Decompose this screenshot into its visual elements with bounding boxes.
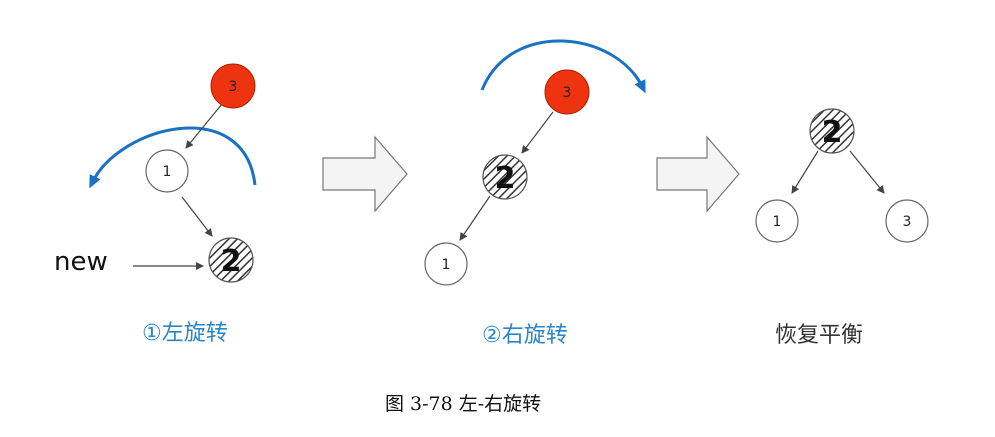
step1-group: 3 1 2 [89, 63, 257, 283]
step2-middle-label: 2 [495, 161, 516, 196]
figure-caption: 图 3-78 左-右旋转 [385, 393, 542, 415]
step1-inserted-node [208, 237, 254, 283]
step3-group: 2 1 3 [755, 108, 929, 243]
step2-leaf-node [424, 242, 468, 286]
step2-middle-node [482, 154, 528, 200]
step3-left-node [755, 199, 799, 243]
step1-edge-root-middle [185, 103, 223, 149]
new-node-label: new [54, 247, 108, 277]
step2-rotation-arc [480, 39, 646, 94]
step3-right-node [885, 199, 929, 243]
step3-right-label: 3 [903, 214, 912, 230]
step3-edge-root-left [791, 150, 819, 194]
step1-root-node [210, 63, 256, 109]
step3-left-label: 1 [773, 214, 782, 230]
step3-root-node [809, 108, 855, 154]
step2-edge-root-middle [521, 111, 554, 154]
transition-arrow-1 [322, 135, 408, 213]
step2-caption: ②右旋转 [482, 323, 568, 348]
step2-group: 3 2 1 [424, 39, 646, 286]
step1-edge-middle-inserted [181, 196, 213, 237]
step3-root-label: 2 [822, 115, 843, 150]
step1-caption: ①左旋转 [142, 321, 228, 346]
step2-root-node [544, 69, 590, 115]
step1-inserted-label: 2 [221, 244, 242, 279]
step2-edge-middle-leaf [459, 195, 491, 241]
step2-root-label: 3 [563, 85, 572, 101]
transition-arrow-2 [656, 135, 740, 213]
step1-rotation-arc [89, 126, 257, 189]
step2-leaf-label: 1 [442, 257, 451, 273]
step1-middle-node [145, 149, 189, 193]
step1-root-label: 3 [229, 79, 238, 95]
step1-middle-label: 1 [163, 164, 172, 180]
step3-edge-root-right [849, 150, 885, 194]
step3-caption: 恢复平衡 [775, 323, 864, 348]
